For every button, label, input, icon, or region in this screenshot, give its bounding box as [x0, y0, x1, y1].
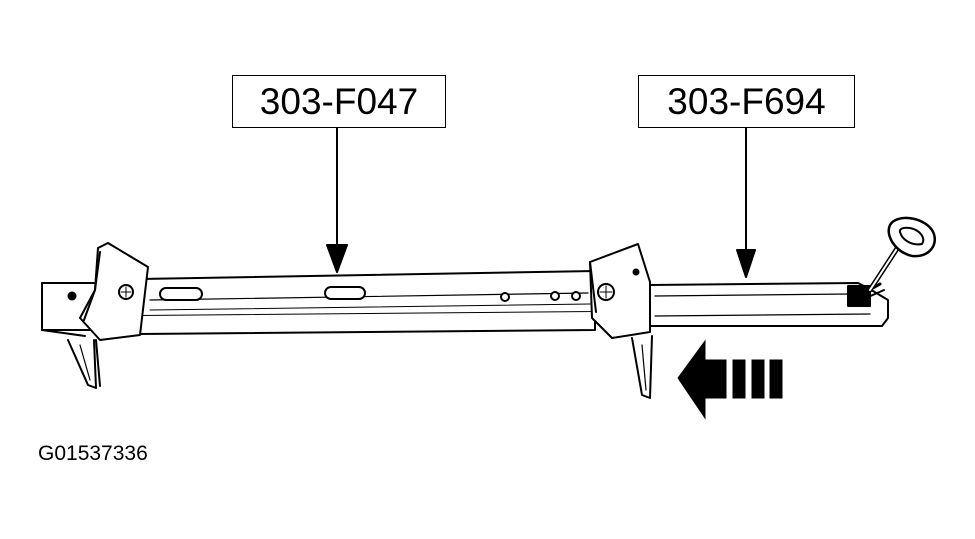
- figure-id-label: G01537336: [38, 442, 148, 465]
- callout-tool-303-f694: 303-F694: [638, 75, 855, 128]
- left-clamp: [67, 242, 149, 389]
- forcing-screw: [847, 216, 937, 307]
- callout-tool-303-f047: 303-F047: [232, 75, 446, 128]
- right-clamp: [589, 243, 653, 399]
- leader-arrow-b: [736, 127, 756, 278]
- main-bar: [41, 270, 596, 337]
- extension-bar: [649, 282, 889, 327]
- leader-arrow-a: [326, 127, 348, 273]
- direction-arrow: [677, 339, 783, 420]
- bar-slots: [67, 286, 581, 302]
